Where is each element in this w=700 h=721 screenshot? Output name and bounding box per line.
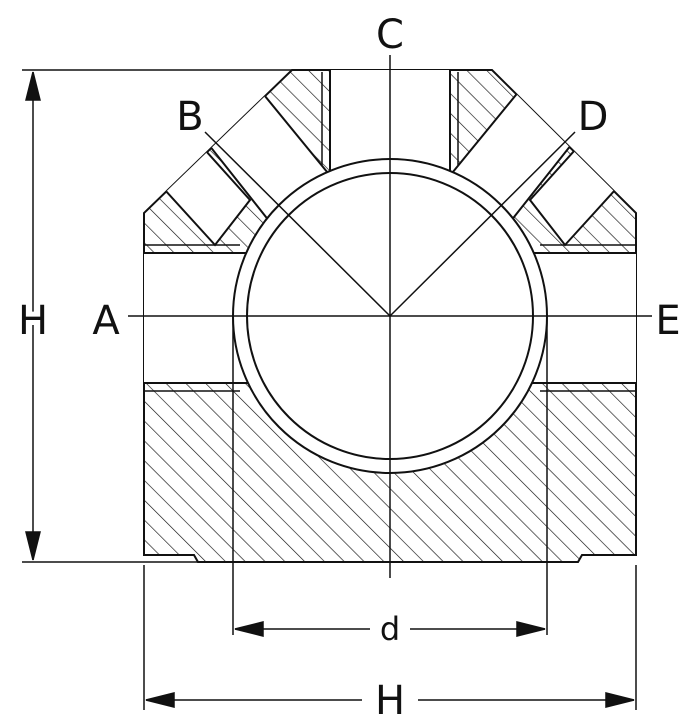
label-a: A [92, 298, 120, 344]
diagonal-d-line [389, 131, 576, 317]
diagonal-b-line [204, 131, 391, 317]
label-e: E [655, 298, 680, 344]
dimension-h-vertical [22, 69, 292, 563]
label-c: C [376, 12, 404, 58]
dimension-h-horizontal [143, 565, 637, 710]
d-arrow-left [234, 621, 264, 637]
label-d-dim: d [380, 610, 400, 648]
dimension-d [232, 316, 548, 637]
label-b: B [176, 94, 203, 140]
label-d-port: D [578, 94, 609, 140]
label-h-left: H [18, 298, 48, 344]
center-lines [128, 55, 652, 578]
label-h-bottom: H [375, 678, 405, 721]
hb-arrow-left [145, 692, 175, 708]
d-arrow-right [516, 621, 546, 637]
hb-arrow-right [605, 692, 635, 708]
h-arrow-top [25, 71, 41, 101]
h-arrow-bottom [25, 531, 41, 561]
